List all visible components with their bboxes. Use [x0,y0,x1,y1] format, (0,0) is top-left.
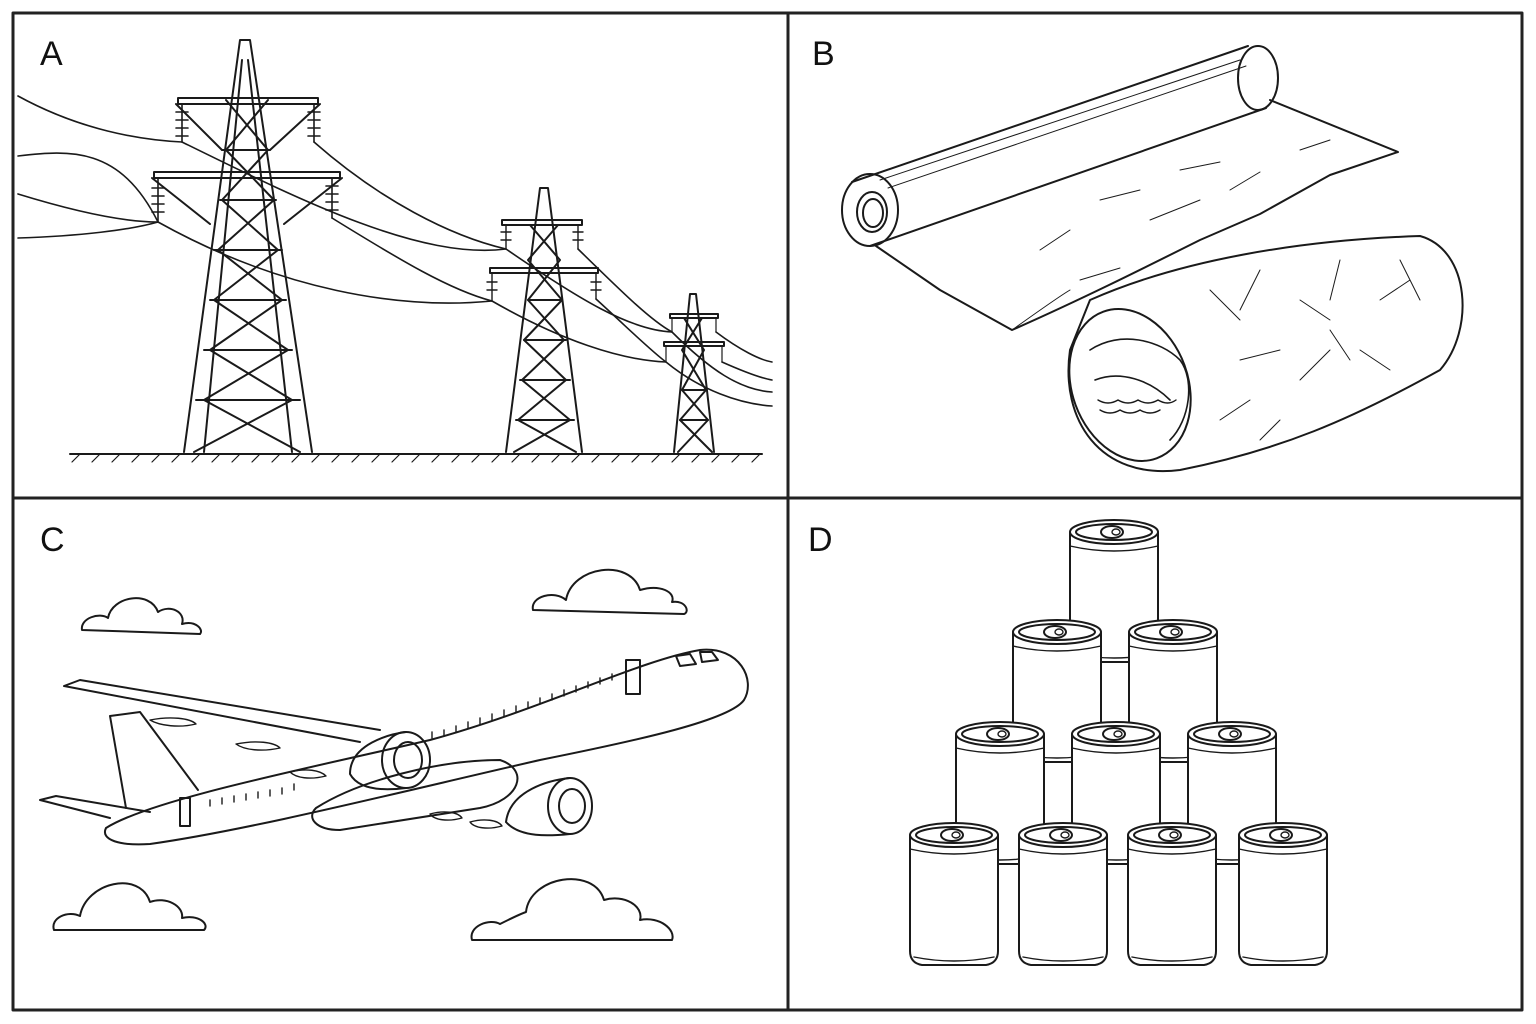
pull-tab [1102,727,1126,741]
airplane [39,648,749,846]
cloud [470,878,674,941]
panel-b-illustration [841,45,1464,473]
panel-d-illustration [909,519,1328,966]
engine-left-nacelle [349,731,407,791]
pull-tab [986,727,1010,741]
sandwich-wrap-creases [1209,259,1421,441]
cloud [52,882,207,931]
horizontal-stabilizer [39,795,151,819]
wrapped-sandwich [1067,235,1464,473]
pull-tab [1043,625,1067,639]
panel-label-b: B [812,35,835,73]
flap-fairings [149,717,503,829]
beverage-can [1018,822,1108,966]
wing-root [311,759,519,831]
pull-tab [940,828,964,842]
beverage-can [909,822,999,966]
panel-label-c: C [40,521,65,559]
pull-tab [1158,828,1182,842]
beverage-can [1127,822,1217,966]
panel-a-illustration [17,39,773,463]
ground-hatch [71,453,761,463]
panel-label-a: A [40,35,63,73]
beverage-can [1238,822,1328,966]
pull-tab [1269,828,1293,842]
clouds [52,568,688,941]
cabin-windows [209,673,613,807]
cloud [80,597,202,635]
pull-tab [1049,828,1073,842]
tower-medium [486,187,602,453]
wing [63,679,381,743]
insulators-large [151,103,339,223]
foil-sheet [875,99,1399,331]
insulators-medium [486,224,602,302]
engine-right-nacelle [505,777,571,837]
tower-small [663,293,725,453]
tower-large [151,39,343,453]
tail-fin [109,711,199,809]
outer-frame [11,11,1524,1012]
pull-tab [1218,727,1242,741]
panel-label-d: D [808,521,833,559]
foil-creases [1039,139,1331,281]
foil-roll [841,45,1279,247]
panel-c-illustration [39,568,749,941]
insulators-small [665,317,723,363]
pull-tab [1159,625,1183,639]
power-lines [17,95,773,407]
pull-tab [1100,525,1124,539]
cloud [531,568,688,615]
